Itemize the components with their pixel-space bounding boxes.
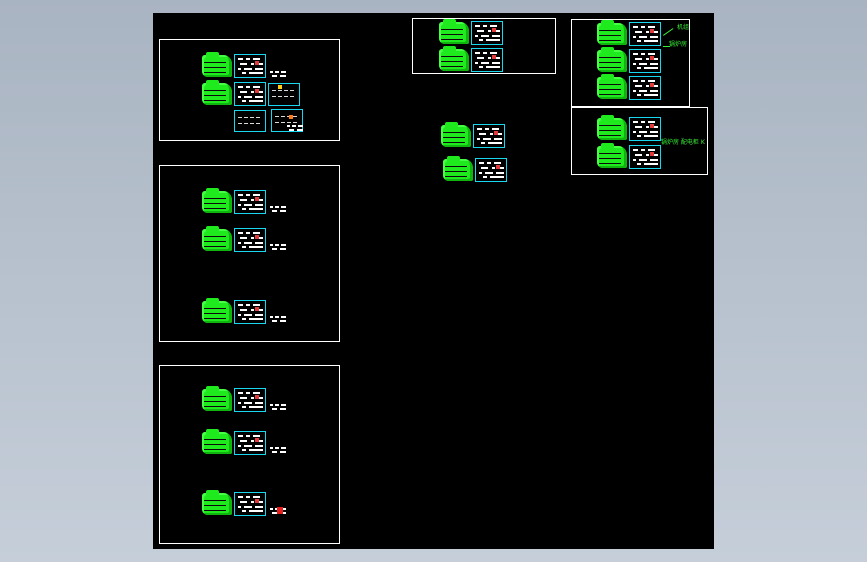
drawing-frame-6[interactable] — [571, 107, 708, 175]
equipment-block[interactable] — [597, 47, 663, 74]
drawing-frame-1[interactable] — [159, 39, 340, 141]
equipment-block[interactable] — [202, 429, 268, 456]
drawing-frame-2[interactable] — [159, 165, 340, 342]
equipment-block[interactable] — [202, 298, 268, 325]
equipment-block[interactable] — [597, 115, 663, 142]
equipment-block[interactable] — [202, 80, 268, 107]
block-label — [287, 124, 303, 132]
equipment-block[interactable] — [597, 20, 663, 47]
equipment-block[interactable] — [597, 143, 663, 170]
block-label — [270, 315, 286, 323]
equipment-block[interactable] — [439, 19, 505, 46]
annotation-text: 锅炉房 — [669, 41, 688, 48]
marker — [289, 115, 293, 119]
equipment-block[interactable] — [439, 46, 505, 73]
red-marker — [277, 507, 283, 514]
detail-sheet[interactable] — [234, 110, 266, 132]
equipment-block[interactable] — [202, 490, 268, 517]
equipment-block[interactable] — [202, 226, 268, 253]
block-label — [270, 403, 286, 411]
annotation-text: 锅炉房 配电柜 K — [661, 139, 705, 146]
block-label — [270, 70, 286, 78]
equipment-block[interactable] — [443, 156, 509, 183]
block-label — [270, 243, 286, 251]
drawing-frame-3[interactable] — [159, 365, 340, 544]
block-label — [270, 205, 286, 213]
equipment-block[interactable] — [441, 122, 507, 149]
leader-line — [663, 46, 670, 47]
annotation-text: 机组 — [677, 24, 690, 31]
block-label — [270, 446, 286, 454]
drawing-frame-4[interactable] — [412, 18, 556, 74]
detail-sheet[interactable] — [268, 83, 300, 106]
equipment-block[interactable] — [202, 188, 268, 215]
drawing-frame-5[interactable] — [571, 19, 690, 107]
cad-model-space[interactable]: 机组 锅炉房 锅炉房 配电柜 K — [153, 13, 714, 549]
equipment-block[interactable] — [202, 386, 268, 413]
marker — [278, 85, 282, 89]
equipment-block[interactable] — [597, 74, 663, 101]
equipment-block[interactable] — [202, 52, 268, 79]
